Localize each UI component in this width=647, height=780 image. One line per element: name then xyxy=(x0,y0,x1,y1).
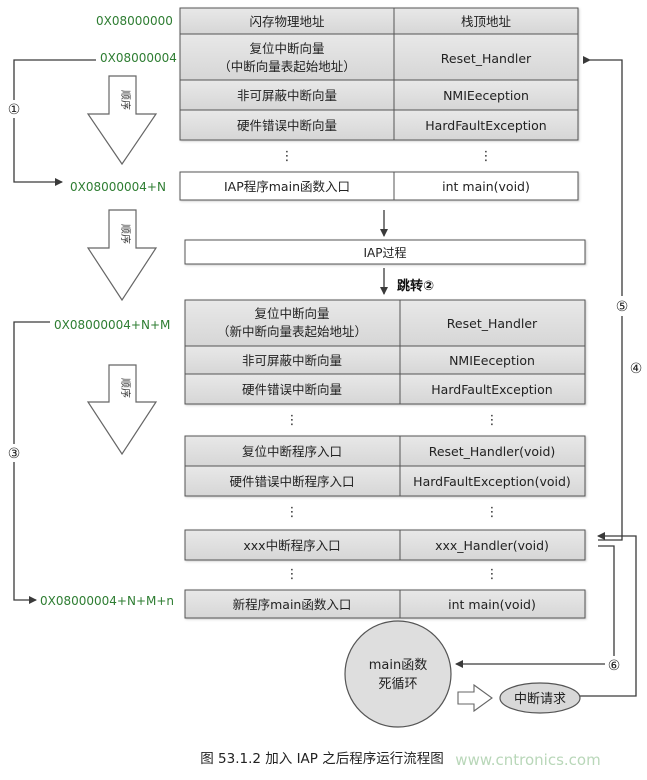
interrupt-request-label: 中断请求 xyxy=(514,692,566,707)
reset-vector-label: 复位中断向量 xyxy=(249,41,324,56)
flow-line-1 xyxy=(13,59,96,186)
sequence-label-2: 顺序 xyxy=(119,224,132,244)
flow-line-6 xyxy=(455,545,615,668)
flow-line-4 xyxy=(578,532,637,697)
main-loop-label-line1: main函数 xyxy=(369,658,427,673)
new-reset-vector-label: 复位中断向量 xyxy=(254,306,329,321)
step-6-marker: ⑥ xyxy=(608,658,621,674)
hardfault-value: HardFaultException xyxy=(425,118,546,133)
step-4-marker: ④ xyxy=(630,361,643,377)
iap-main-entry-label: IAP程序main函数入口 xyxy=(224,179,350,194)
new-main-entry-value: int main(void) xyxy=(448,597,536,612)
new-reset-handler-value: Reset_Handler xyxy=(447,316,538,331)
ellipsis-6: ⋮ xyxy=(486,505,499,520)
ellipsis-2: ⋮ xyxy=(480,149,493,164)
header-stack-top: 栈顶地址 xyxy=(461,14,512,29)
new-nmi-value: NMIEeception xyxy=(449,353,535,368)
iap-process-box xyxy=(184,239,586,265)
step-3-marker: ③ xyxy=(8,446,21,462)
step-1-marker: ① xyxy=(8,102,21,118)
reset-vector-sublabel: （中断向量表起始地址） xyxy=(218,59,356,74)
address-0x08000004-n-m-n: 0X08000004+N+M+n xyxy=(40,594,174,608)
watermark-text: www.cntronics.com xyxy=(455,751,600,769)
new-main-entry-label: 新程序main函数入口 xyxy=(233,597,352,612)
sequence-arrow-3 xyxy=(86,364,158,456)
ellipsis-5: ⋮ xyxy=(286,505,299,520)
xxx-entry-label: xxx中断程序入口 xyxy=(243,538,340,553)
address-0x08000004-n-m: 0X08000004+N+M xyxy=(54,318,170,332)
reset-entry-value: Reset_Handler(void) xyxy=(429,444,556,459)
new-reset-vector-sublabel: （新中断向量表起始地址） xyxy=(217,324,367,339)
jump-label: 跳转② xyxy=(397,278,434,294)
sequence-label-1: 顺序 xyxy=(119,90,132,110)
sequence-arrow-1 xyxy=(86,75,158,166)
address-0x08000000: 0X08000000 xyxy=(96,14,173,28)
iap-process-label: IAP过程 xyxy=(364,245,407,260)
new-hardfault-value: HardFaultException xyxy=(431,382,552,397)
new-nmi-vector-label: 非可屏蔽中断向量 xyxy=(242,353,342,368)
nmi-value: NMIEeception xyxy=(443,88,529,103)
sequence-arrows xyxy=(86,75,158,456)
ellipsis-1: ⋮ xyxy=(281,149,294,164)
nmi-vector-label: 非可屏蔽中断向量 xyxy=(237,88,337,103)
sequence-label-3: 顺序 xyxy=(119,378,132,398)
figure-caption: 图 53.1.2 加入 IAP 之后程序运行流程图 xyxy=(200,751,443,767)
original-vector-table: 闪存物理地址 栈顶地址 复位中断向量 （中断向量表起始地址） Reset_Han… xyxy=(179,7,579,201)
step-5-marker: ⑤ xyxy=(616,299,629,315)
ellipsis-7: ⋮ xyxy=(286,567,299,582)
hardfault-vector-label: 硬件错误中断向量 xyxy=(237,118,337,133)
new-hardfault-vector-label: 硬件错误中断向量 xyxy=(242,382,342,397)
hardfault-entry-label: 硬件错误中断程序入口 xyxy=(229,474,354,489)
main-loop-label-line2: 死循环 xyxy=(378,677,417,692)
header-flash-address: 闪存物理地址 xyxy=(249,14,325,29)
ellipsis-4: ⋮ xyxy=(486,413,499,428)
ellipsis-8: ⋮ xyxy=(486,567,499,582)
xxx-entry-value: xxx_Handler(void) xyxy=(435,538,549,553)
new-vector-table: 复位中断向量 （新中断向量表起始地址） Reset_Handler 非可屏蔽中断… xyxy=(184,299,586,619)
sequence-arrow-2 xyxy=(86,209,158,302)
address-0x08000004-n: 0X08000004+N xyxy=(70,180,166,194)
reset-entry-label: 复位中断程序入口 xyxy=(242,444,342,459)
address-0x08000004: 0X08000004 xyxy=(100,51,177,65)
ellipsis-3: ⋮ xyxy=(286,413,299,428)
to-interrupt-arrow xyxy=(457,683,493,713)
interrupt-request-ellipse xyxy=(499,682,581,714)
reset-handler-value: Reset_Handler xyxy=(441,51,532,66)
main-loop-circle xyxy=(344,620,452,728)
iap-main-entry-value: int main(void) xyxy=(442,179,530,194)
hardfault-entry-value: HardFaultException(void) xyxy=(413,474,571,489)
